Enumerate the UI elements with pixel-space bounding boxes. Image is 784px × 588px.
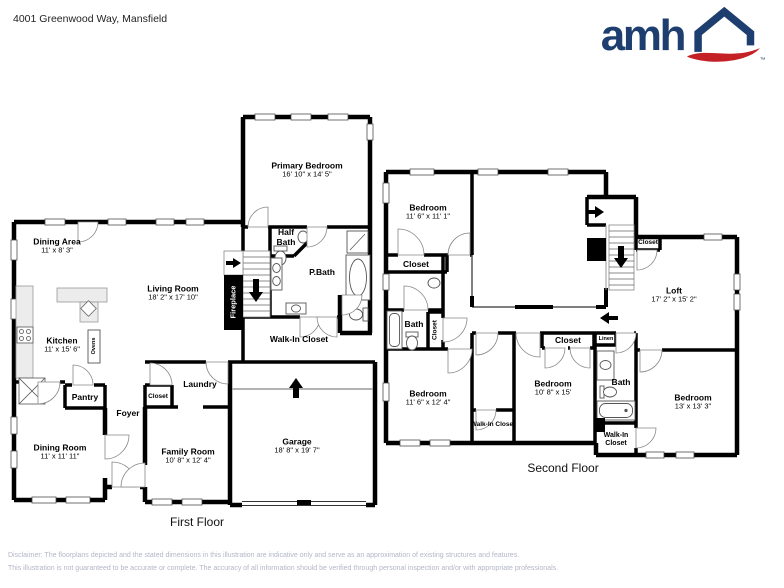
room-label-pantry: Pantry	[71, 391, 99, 402]
second-floor-door-swings	[397, 228, 663, 449]
room-label-bedroom-top-left: Bedroom 11' 6" x 11' 1"	[405, 202, 451, 221]
left-bath-fixtures	[386, 277, 441, 351]
garage-door-mark	[297, 500, 311, 505]
railing-posts	[470, 288, 608, 309]
room-label-foyer: Foyer	[116, 407, 140, 418]
room-label-bedroom-right: Bedroom 13' x 13' 3"	[674, 392, 712, 411]
stairs-down-arrow	[249, 279, 263, 302]
stairs-up-arrow-2f	[586, 206, 604, 218]
wall-chase	[596, 418, 605, 432]
room-label-primary-bedroom: Primary Bedroom 16' 10" x 14' 5"	[271, 160, 343, 179]
room-label-loft: Loft 17' 2" x 15' 2"	[651, 285, 697, 304]
stove-icon	[16, 326, 34, 344]
room-label-bedroom-middle: Bedroom 10' 8" x 15'	[534, 378, 572, 397]
room-label-dining-area: Dining Area 11' x 8' 3"	[33, 236, 81, 255]
primary-bath-fixtures	[270, 230, 371, 322]
second-floor-windows	[382, 168, 741, 459]
room-label-p-bath: P.Bath	[309, 266, 335, 277]
room-label-bath-middle: Bath	[611, 376, 631, 387]
railing-lines	[471, 255, 607, 308]
disclaimer-line-2: This illustration is not guaranteed to b…	[8, 564, 559, 572]
first-floor-title: First Floor	[170, 515, 224, 529]
room-label-closet-middle: Closet	[555, 334, 581, 345]
logo-trademark: ™	[760, 57, 766, 63]
stair-chase-box	[587, 238, 606, 261]
second-floor-arrows	[586, 206, 628, 324]
logo-swoosh	[686, 48, 760, 62]
middle-bath-fixtures	[596, 350, 636, 421]
amh-logo: amh ™	[601, 7, 766, 63]
room-label-walk-in-closet-left: Walk-In Closet	[470, 421, 516, 429]
fireplace-box	[224, 275, 243, 330]
room-label-walk-in-closet-ff: Walk-In Closet	[269, 333, 329, 344]
room-label-closet-top-left: Closet	[403, 258, 429, 269]
room-label-family-room: Family Room 10' 8" x 12' 4"	[161, 446, 215, 465]
room-label-bedroom-bottom-left: Bedroom 11' 6" x 12' 4"	[405, 388, 451, 407]
logo-house-icon	[694, 7, 755, 52]
room-label-living-room: Living Room 18' 2" x 17' 10"	[147, 283, 199, 302]
disclaimer-line-1: Disclaimer: The floorplans depicted and …	[8, 552, 520, 559]
room-label-half-bath: Half Bath	[276, 226, 296, 247]
room-label-garage: Garage 18' 8" x 19' 7"	[274, 436, 320, 455]
room-label-kitchen: Kitchen 11' x 15' 6"	[44, 335, 80, 354]
fireplace-label: Fireplace	[228, 285, 238, 319]
room-label-walk-in-closet-middle: Walk-In Closet	[603, 431, 629, 447]
disclaimer-text: Disclaimer: The floorplans depicted and …	[8, 550, 608, 576]
kitchen-sink	[80, 300, 97, 317]
first-floor-door-swings	[37, 206, 363, 488]
second-floor-plan	[382, 168, 741, 459]
room-label-bath-left: Bath	[404, 318, 424, 329]
property-address: 4001 Greenwood Way, Mansfield	[13, 13, 168, 25]
ovens-cabinet	[87, 329, 101, 364]
stairs-up-arrow	[226, 258, 241, 268]
first-floor-plan	[10, 113, 378, 509]
room-label-closet-ff: Closet	[148, 393, 168, 401]
logo-wordmark: amh	[601, 11, 685, 60]
room-label-linen: Linen	[598, 335, 614, 342]
first-floor-arrows	[226, 258, 303, 398]
room-label-closet-side: Closet	[431, 320, 439, 340]
second-floor-title: Second Floor	[527, 461, 599, 475]
first-floor-windows	[10, 113, 374, 506]
hall-arrow-2f	[600, 312, 618, 324]
room-label-dining-room: Dining Room 11' x 11' 11"	[33, 442, 87, 461]
room-label-closet-stairs: Closet	[638, 239, 658, 247]
garage-entry-arrow	[289, 378, 303, 398]
room-label-laundry: Laundry	[183, 378, 217, 389]
ovens-label: Ovens	[91, 337, 97, 355]
stairs-down-arrow-2f	[614, 246, 628, 268]
